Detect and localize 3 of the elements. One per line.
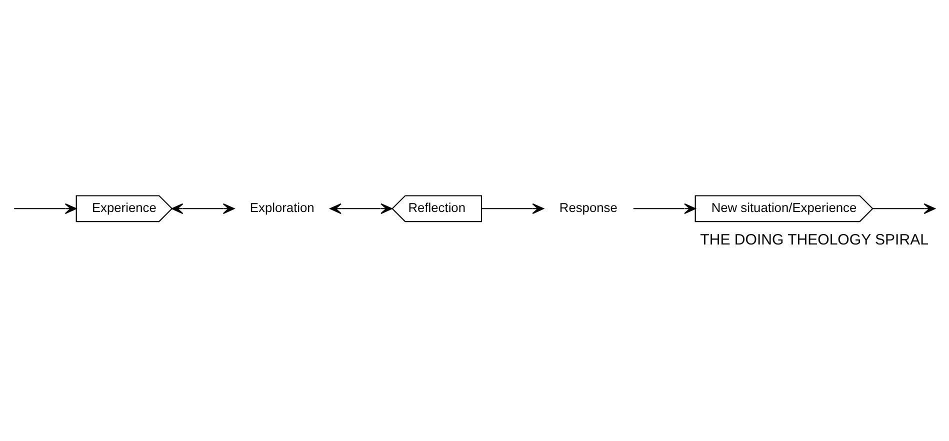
node-text: Exploration <box>250 199 314 214</box>
diagram-title: THE DOING THEOLOGY SPIRAL <box>700 230 928 248</box>
node-text: Response <box>559 199 618 214</box>
